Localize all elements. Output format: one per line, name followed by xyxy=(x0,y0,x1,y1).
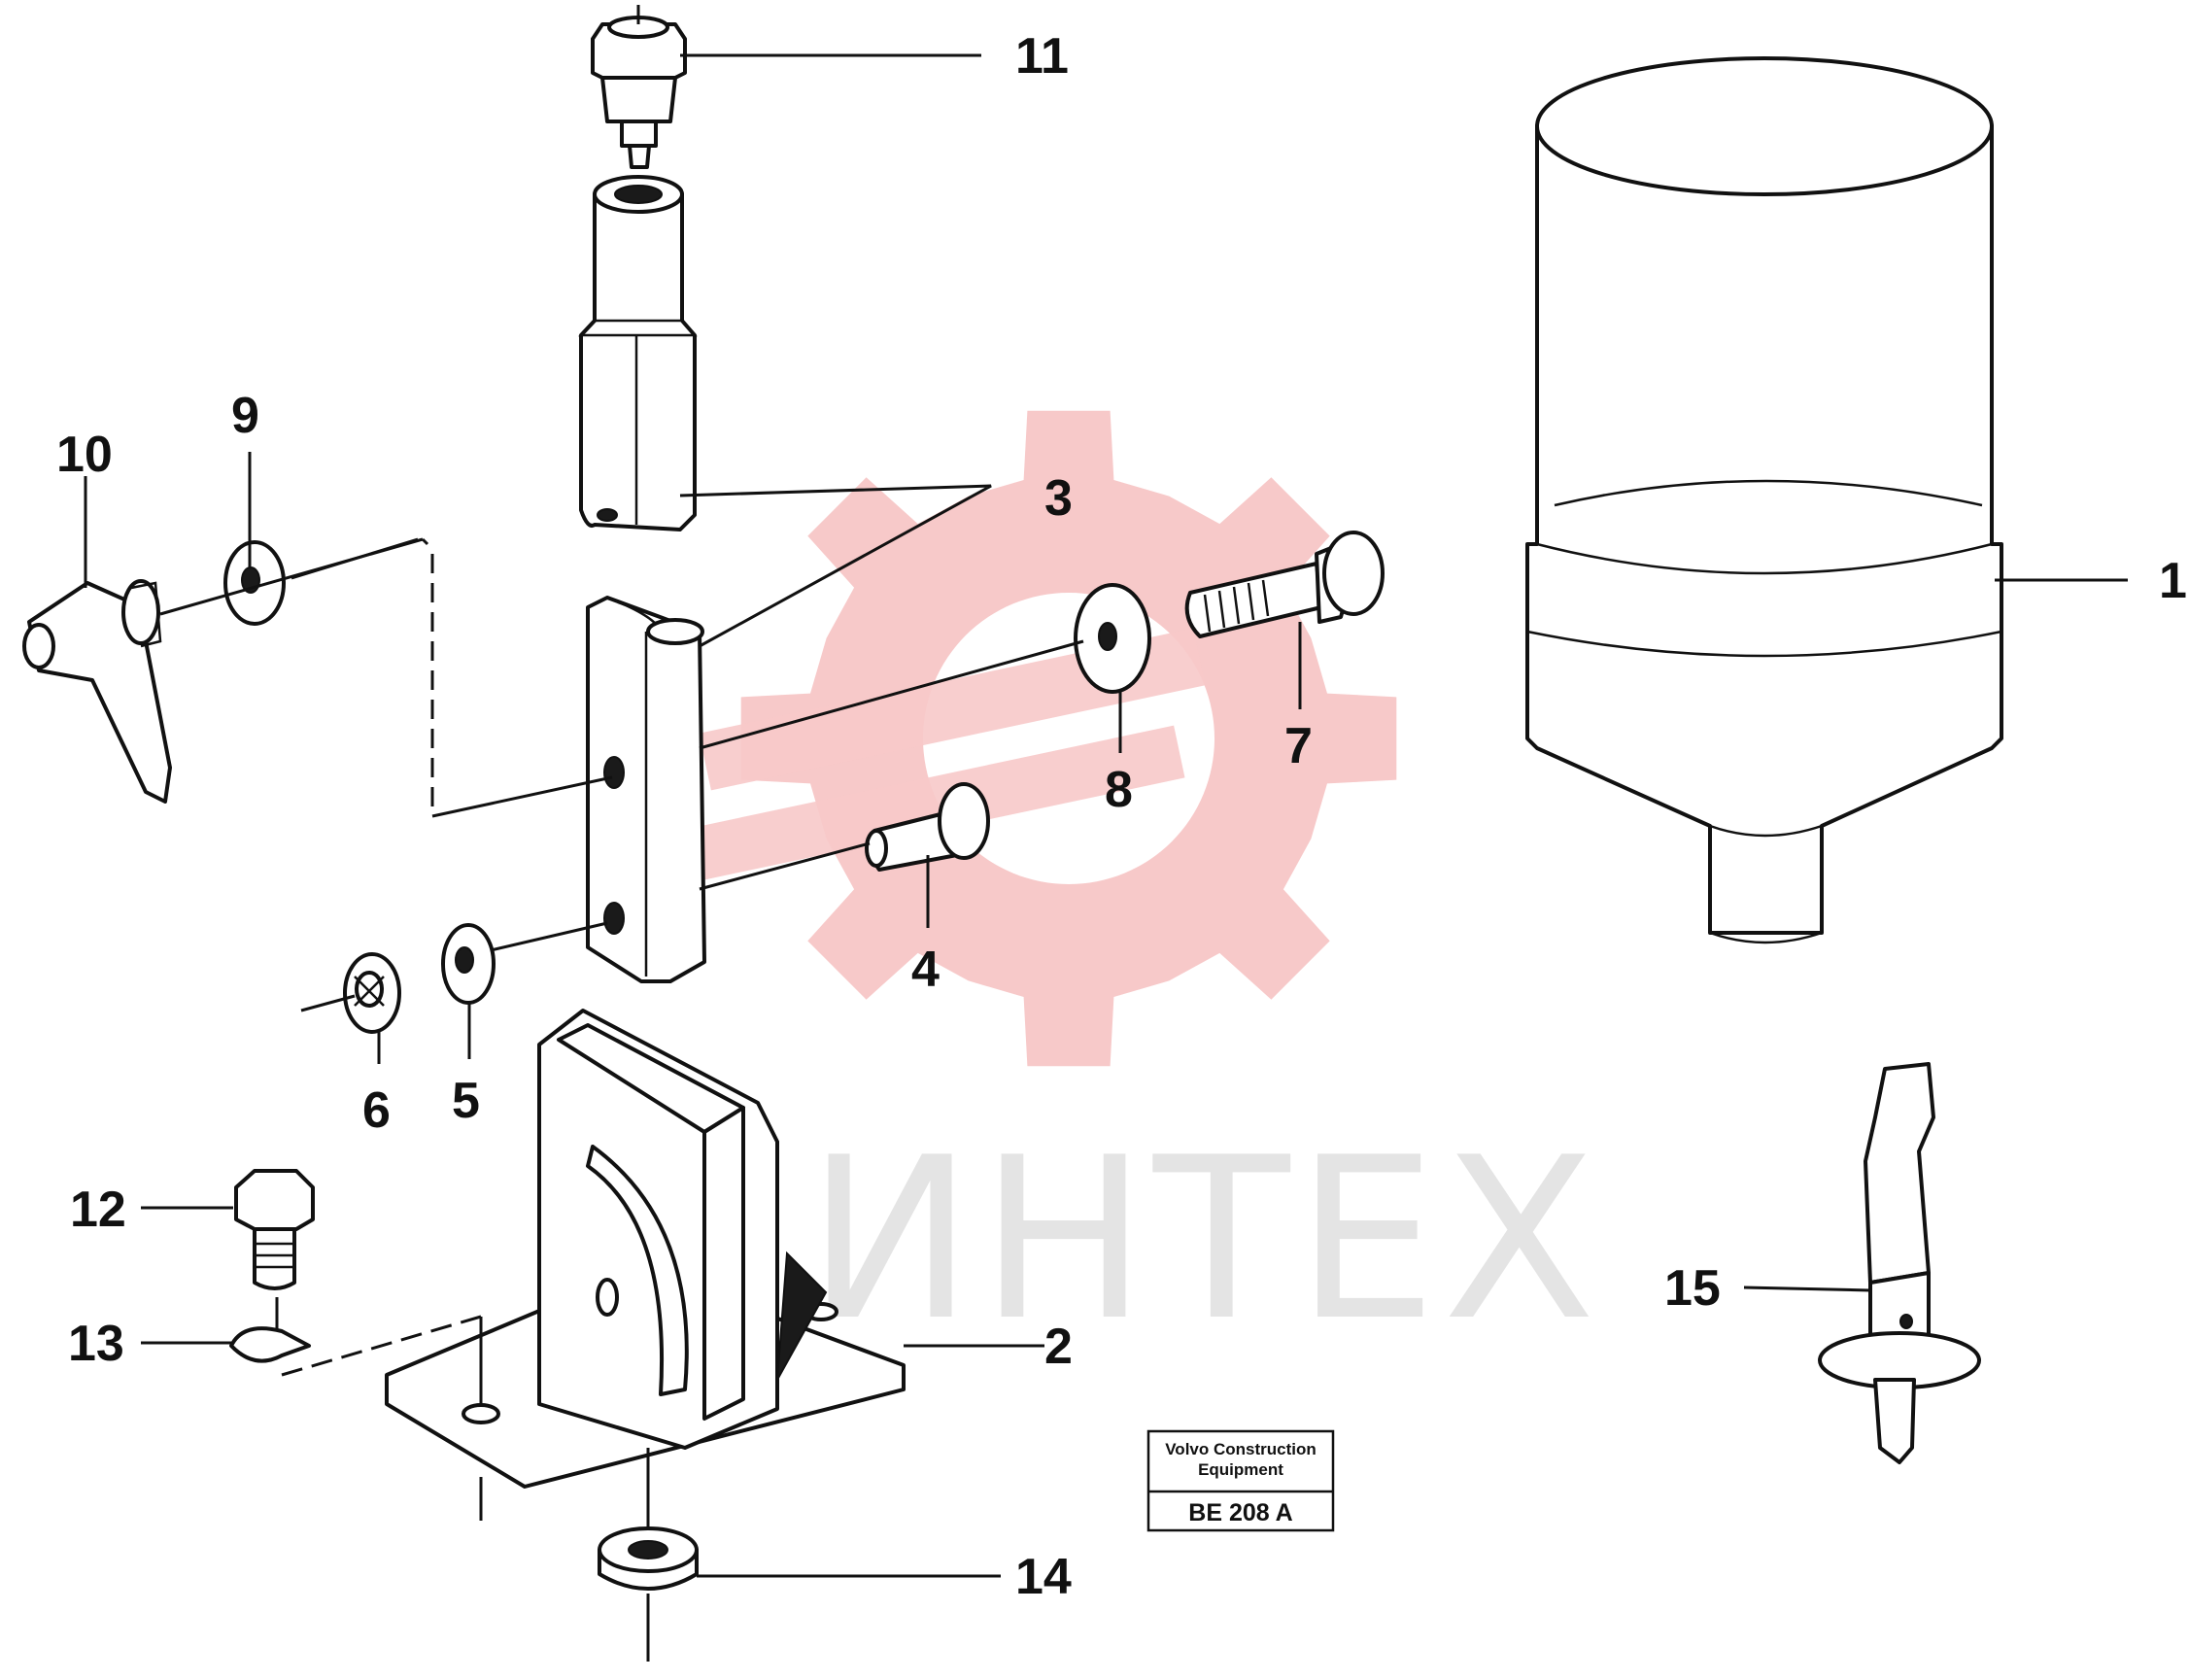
label-10: 10 xyxy=(56,427,113,483)
part-9-washer xyxy=(223,540,286,626)
stamp-code: BE 208 A xyxy=(1188,1499,1292,1526)
label-4: 4 xyxy=(911,942,940,998)
part-7-bolt xyxy=(1184,531,1385,638)
label-7: 7 xyxy=(1284,718,1313,774)
part-10-lever xyxy=(22,579,172,804)
label-8: 8 xyxy=(1105,762,1133,818)
part-1-container xyxy=(1525,56,2003,944)
watermark-text: ИНТЕХ xyxy=(806,1111,1601,1370)
part-15-connector xyxy=(1818,1062,1981,1464)
part-5-washer xyxy=(441,923,496,1005)
part-11-fitting xyxy=(591,16,687,169)
label-5: 5 xyxy=(452,1073,480,1129)
label-14: 14 xyxy=(1015,1549,1072,1605)
label-9: 9 xyxy=(231,388,259,444)
label-13: 13 xyxy=(68,1316,124,1372)
part-12-screw xyxy=(234,1169,315,1290)
volvo-stamp: Volvo Construction Equipment BE 208 A xyxy=(1146,1429,1335,1532)
part-8-washer xyxy=(1074,583,1151,694)
label-6: 6 xyxy=(362,1082,391,1139)
part-labels: 11 3 1 9 10 7 8 4 5 6 12 13 2 14 15 xyxy=(56,28,2187,1605)
label-11: 11 xyxy=(1015,28,1069,85)
watermark-gear-logo xyxy=(679,410,1397,1067)
part-2-bracket xyxy=(385,1009,906,1489)
label-2: 2 xyxy=(1044,1319,1073,1375)
part-14-grommet xyxy=(598,1526,699,1591)
watermark-gear xyxy=(740,410,1397,1067)
part-3-upper-column xyxy=(578,175,698,531)
part-13-clip xyxy=(229,1326,311,1363)
leader-lines xyxy=(84,5,2128,1662)
stamp-line-1: Volvo Construction xyxy=(1165,1440,1317,1458)
part-6-lock-washer xyxy=(343,952,401,1034)
stamp-line-2: Equipment xyxy=(1198,1460,1283,1479)
label-15: 15 xyxy=(1664,1260,1721,1317)
label-1: 1 xyxy=(2159,553,2187,609)
label-3: 3 xyxy=(1044,470,1073,527)
label-12: 12 xyxy=(70,1182,126,1238)
part-4-pin xyxy=(865,782,990,872)
part-3-lower-column xyxy=(586,596,706,983)
